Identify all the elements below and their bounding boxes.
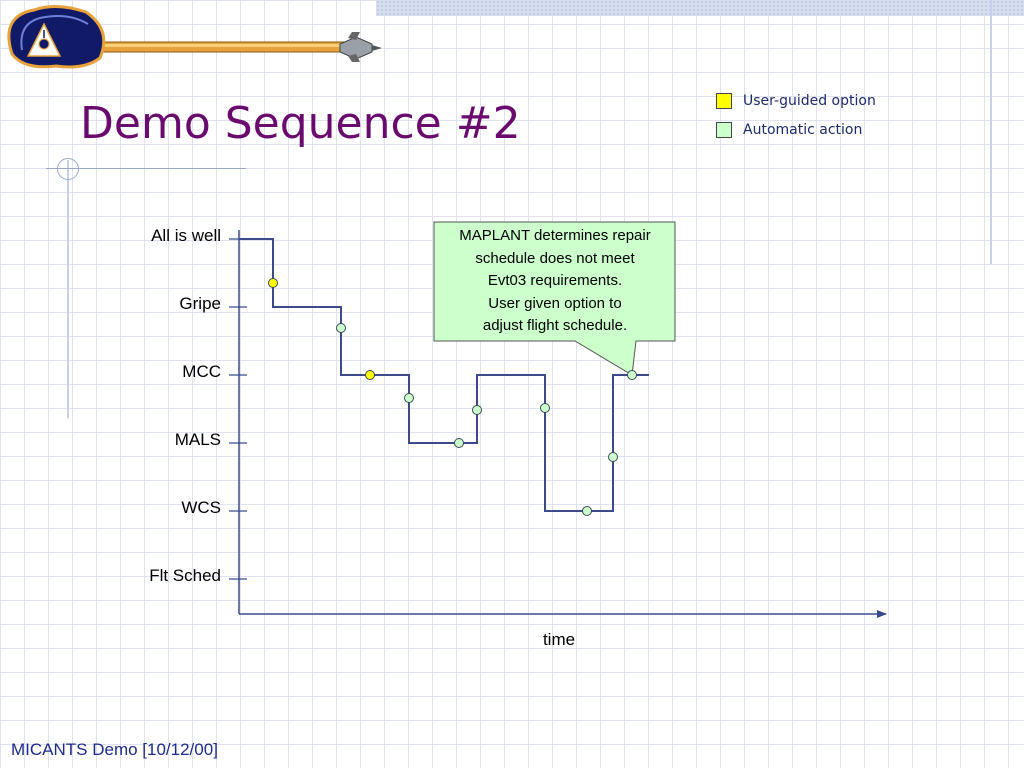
footer: MICANTS Demo [10/12/00]: [11, 740, 218, 759]
crosshair-ornament: [57, 158, 79, 180]
automatic-marker: [627, 370, 637, 380]
x-axis-label: time: [543, 630, 575, 649]
automatic-marker: [454, 438, 464, 448]
legend-label-automatic: Automatic action: [743, 122, 863, 138]
title-underline: [46, 168, 246, 169]
callout-line: schedule does not meet: [475, 249, 635, 267]
legend-swatch-user-guided: [716, 93, 732, 109]
callout-box: [433, 221, 676, 376]
callout-line: User given option to: [488, 294, 622, 312]
level-label: Flt Sched: [149, 566, 221, 585]
level-label: WCS: [181, 498, 221, 517]
callout-line: adjust flight schedule.: [482, 317, 628, 334]
level-label: MCC: [182, 362, 221, 381]
user-guided-marker: [365, 370, 375, 380]
page-title: Demo Sequence #2: [80, 98, 521, 149]
header-strip: [376, 0, 1024, 16]
decorative-vertical-line-left: [67, 160, 69, 418]
decorative-vertical-line: [990, 0, 992, 264]
automatic-marker: [404, 393, 414, 403]
logo: [7, 5, 382, 69]
automatic-marker: [582, 506, 592, 516]
automatic-marker: [336, 323, 346, 333]
legend-item-automatic: Automatic action: [716, 121, 862, 139]
legend-swatch-automatic: [716, 122, 732, 138]
level-label: Gripe: [179, 294, 221, 313]
automatic-marker: [608, 452, 618, 462]
callout-line: MAPLANT determines repair: [459, 227, 651, 244]
level-label: All is well: [151, 226, 221, 245]
legend-label-user-guided: User-guided option: [743, 93, 876, 109]
legend-item-user-guided: User-guided option: [716, 92, 876, 110]
level-label: MALS: [175, 430, 221, 449]
user-guided-marker: [268, 278, 278, 288]
callout-line: Evt03 requirements.: [487, 272, 623, 289]
callout-text: MAPLANT determines repair schedule does …: [437, 225, 673, 338]
automatic-marker: [472, 405, 482, 415]
automatic-marker: [540, 403, 550, 413]
state-step-line: [239, 238, 649, 512]
